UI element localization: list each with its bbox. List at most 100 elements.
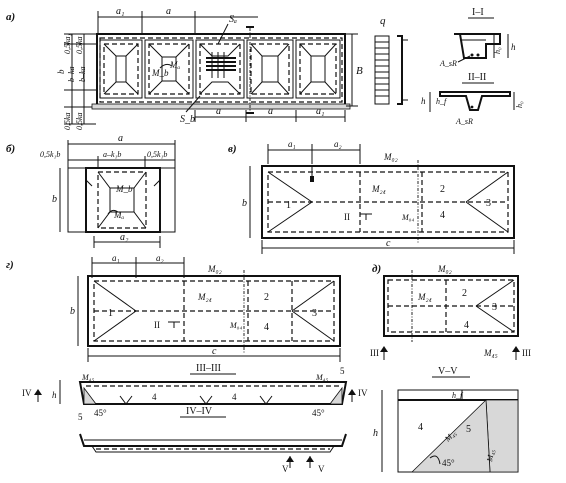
section-d-III-left: III <box>370 348 379 358</box>
section-IV-n4-a: 4 <box>152 392 157 402</box>
moment-d-M45: M₄₅ <box>483 348 498 358</box>
panel-g-num-4: 4 <box>264 322 269 333</box>
detail-angle: 45° <box>442 458 455 468</box>
panel-b-side: b <box>52 194 57 205</box>
section-IV-angle-left: 45° <box>94 408 107 418</box>
section-IV-n5-right: 5 <box>340 366 345 376</box>
section-I-AsR: A_sR <box>439 59 457 68</box>
dim-b-a2: a₂ <box>120 232 129 243</box>
dim-b-05k1b-right: 0,5k₁b <box>147 150 167 159</box>
load-q-label: q <box>380 15 386 27</box>
section-IV-M45-left: M₄₅ <box>81 373 94 382</box>
panel-g-num-3: 3 <box>312 308 317 319</box>
moment-d-M02: M₀₂ <box>437 264 452 274</box>
section-II-title: II–II <box>468 72 486 83</box>
detail-M45-b: M₄₅ <box>485 449 496 464</box>
section-I-title: I–I <box>472 7 484 18</box>
section-mark-v-II: II <box>344 212 350 222</box>
detail-num-5: 5 <box>466 424 471 435</box>
panel-a-letter: а) <box>6 11 15 23</box>
reinforcement-grid <box>206 52 236 78</box>
section-IV-n4-b: 4 <box>232 392 237 402</box>
section-V-mark-left: V <box>282 464 289 474</box>
section-IV-n5-left: 5 <box>78 412 83 422</box>
section-II-h0: h₀ <box>515 101 524 108</box>
moment-v-M02: M₀₂ <box>383 152 398 162</box>
left-dimensions: 0,5ka₁ 0,5ka b b–ka b–ka 0,5ka 0,5ka <box>56 33 96 130</box>
panel-d-num-3: 3 <box>492 302 497 313</box>
label-Sb: S_b <box>180 114 195 125</box>
detail-h: h <box>373 428 378 439</box>
dim-a-top: a <box>166 6 171 17</box>
dim-v-a2: a₂ <box>334 139 342 149</box>
section-IV-angle-right: 45° <box>312 408 325 418</box>
panel-v-num-3: 3 <box>486 198 491 209</box>
section-IV-mark-left: IV <box>22 388 32 398</box>
dim-g-a1: a₁ <box>112 253 120 263</box>
dim-b-a: a <box>118 133 123 144</box>
panel-g-num-2: 2 <box>264 292 269 303</box>
panel-v: в) a₁ a₂ M₀₂ 1 2 3 4 M₂₄ M₀₄ II b c <box>228 139 515 254</box>
panel-d-num-2: 2 <box>462 288 467 299</box>
dim-b-ka-1: b–ka <box>67 66 76 82</box>
detail-hf: h_f <box>452 391 464 400</box>
section-II-AsR: A_sR <box>455 117 473 126</box>
dim-0-5ka-b2: 0,5ka <box>75 112 84 130</box>
moment-b-Ma: Mₐ <box>113 210 124 220</box>
dim-a-bottom-1: a <box>216 106 221 117</box>
dim-g-a2: a₂ <box>156 253 164 263</box>
dim-b-a-k1b: a–k₁b <box>103 150 121 159</box>
section-IV-title: IV–IV <box>186 406 213 417</box>
section-IV-M45-right: M₄₅ <box>315 373 328 382</box>
section-I-I: I–I h₀ h A_sR <box>439 7 516 68</box>
dim-a1-bottom: a₁ <box>316 106 324 117</box>
moment-v-M04: M₀₄ <box>401 213 414 222</box>
panel-b-letter: б) <box>6 143 15 155</box>
moment-g-M04: M₀₄ <box>229 321 242 330</box>
section-d-III-right: III <box>522 348 531 358</box>
section-I-h0: h₀ <box>493 47 502 54</box>
section-d-title: V–V <box>438 366 458 377</box>
moment-g-M02: M₀₂ <box>207 264 222 274</box>
panel-a: а) a₁ a Sₐ 0,5ka₁ 0,5ka b b–ka b–ka 0,5k… <box>6 6 408 130</box>
section-II-h: h <box>421 96 426 106</box>
section-mark-g-II: II <box>154 320 160 330</box>
slab-cells <box>99 39 341 99</box>
section-II-II: II–II h h₀ h_f A_sR <box>421 72 524 126</box>
section-I-h: h <box>511 42 516 52</box>
panel-d: д) M₀₂ 2 3 4 M₂₄ III M₄₅ III V–V h <box>370 263 531 473</box>
bottom-section: V V <box>79 433 347 474</box>
section-V-mark-right: V <box>318 464 325 474</box>
dim-0-5ka-b1: 0,5ka <box>63 112 72 130</box>
panel-g-side: b <box>70 306 75 317</box>
dim-0-5ka-top: 0,5ka <box>75 36 84 54</box>
panel-g: г) a₁ a₂ M₀₂ 1 2 3 4 M₂₄ M₀₄ II b c III–… <box>6 253 341 375</box>
dim-g-c: c <box>212 346 217 357</box>
panel-d-num-4: 4 <box>464 320 469 331</box>
dim-a-bottom-2: a <box>268 106 273 117</box>
panel-v-letter: в) <box>228 143 237 155</box>
dim-b-ka-2: b–ka <box>78 66 87 82</box>
section-IV-h: h <box>52 390 57 400</box>
detail-num-4: 4 <box>418 422 423 433</box>
panel-v-side: b <box>242 198 247 209</box>
section-g-title: III–III <box>196 363 221 374</box>
panel-v-num-2: 2 <box>440 184 445 195</box>
label-Sa: Sₐ <box>229 14 237 25</box>
panel-g-letter: г) <box>6 259 14 271</box>
dim-v-c: c <box>386 238 391 249</box>
section-IV-mark-right: IV <box>358 388 368 398</box>
load-q: q <box>374 15 408 105</box>
panel-v-num-1: 1 <box>286 200 291 211</box>
moment-Ma: Mₐ <box>169 60 180 70</box>
moment-b-Mb: M_b <box>115 184 133 194</box>
moment-Mb: M_b <box>151 68 169 78</box>
section-II-hf: h_f <box>436 97 448 106</box>
section-IV-IV: IV h M₄₅ M₄₅ 5 4 4 5 45° 45° IV IV–IV <box>22 366 368 422</box>
dim-v-a1: a₁ <box>288 139 296 149</box>
panel-d-letter: д) <box>372 263 381 275</box>
detail-V-V: h h_f 4 5 M₄₅ M₄₅ 45° <box>373 389 519 473</box>
dim-b-05k1b-left: 0,5k₁b <box>40 150 60 159</box>
moment-v-M24: M₂₄ <box>371 184 386 194</box>
